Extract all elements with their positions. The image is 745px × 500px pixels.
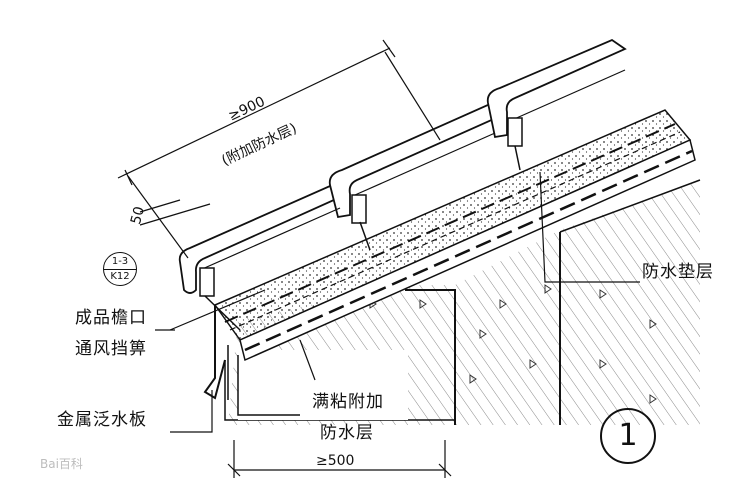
ref-bubble-bottom: K12	[110, 271, 130, 282]
detail-reference-bubble: 1-3 K12	[103, 252, 137, 286]
base-dimension-label: ≥500	[316, 453, 355, 469]
roof-tiles	[178, 38, 627, 331]
waterproof-layers	[239, 138, 696, 362]
ref-bubble-top: 1-3	[111, 256, 129, 267]
label-full-bond-line2: 防水层	[320, 423, 374, 443]
label-waterproof-underlay: 防水垫层	[642, 262, 714, 282]
leader-lines	[155, 171, 640, 433]
ref-bubble-divider	[104, 269, 136, 270]
label-full-bond-line1: 满粘附加	[312, 392, 384, 412]
label-eave-vent-line1: 成品檐口	[75, 308, 147, 328]
watermark-text: Bai百科	[40, 457, 83, 471]
detail-number-circle: 1	[600, 408, 656, 464]
label-metal-flashing: 金属泛水板	[57, 410, 147, 430]
metal-flashing-line	[203, 305, 229, 400]
eave-wall-outline	[224, 350, 455, 421]
dimension-lines	[117, 39, 452, 478]
label-eave-vent-line2: 通风挡箅	[75, 339, 147, 359]
